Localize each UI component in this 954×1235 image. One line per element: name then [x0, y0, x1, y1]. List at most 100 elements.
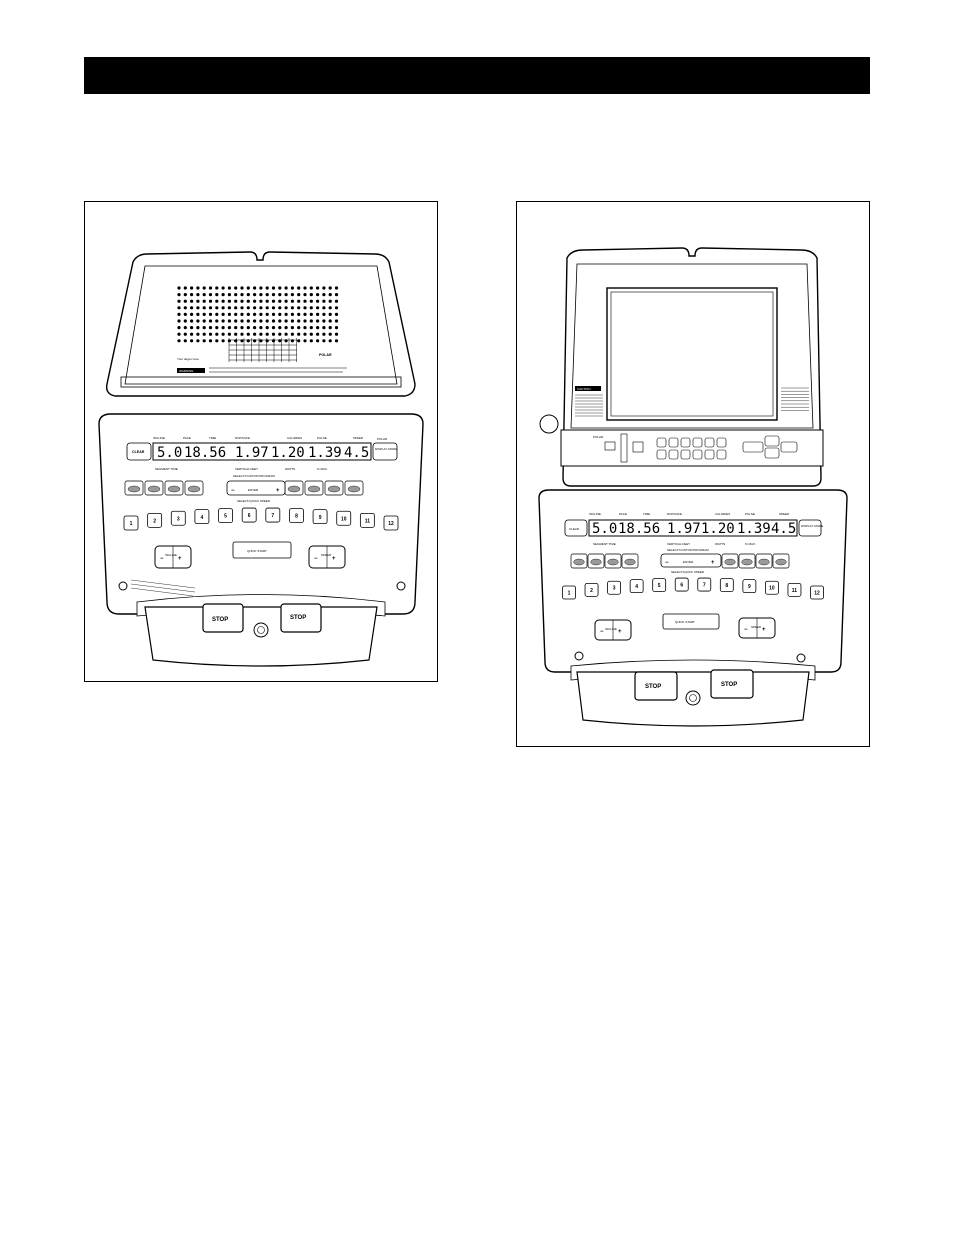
quick-speed-key[interactable]: [810, 585, 824, 600]
stop-button-left[interactable]: [202, 603, 244, 633]
polar-label-tv: POLAR: [593, 435, 604, 439]
tv-power-button[interactable]: [604, 441, 616, 451]
tv-number-key[interactable]: [668, 449, 679, 460]
display-mode-button-2[interactable]: [798, 519, 822, 537]
volume-down-button[interactable]: [764, 447, 780, 459]
quick-start-button[interactable]: [232, 541, 292, 559]
stop-button-right-2[interactable]: [710, 669, 754, 699]
quick-speed-key[interactable]: [629, 579, 644, 594]
tv-number-key[interactable]: [656, 437, 667, 448]
enter-button-2[interactable]: [660, 553, 722, 568]
led-dot: [278, 293, 282, 297]
tv-number-key[interactable]: [668, 437, 679, 448]
led-dot: [284, 339, 288, 343]
quick-speed-key-label: 7: [271, 513, 274, 519]
quick-speed-key[interactable]: [674, 577, 689, 592]
led-dot: [234, 293, 238, 297]
tv-number-key[interactable]: [680, 437, 691, 448]
led-dot: [259, 299, 263, 303]
led-dot: [290, 286, 294, 290]
quick-speed-key[interactable]: [652, 578, 667, 592]
led-dot: [215, 339, 219, 343]
quick-speed-key[interactable]: [123, 515, 139, 531]
section-header-bar: [84, 57, 870, 94]
no-symbol-icon-2: [574, 651, 584, 661]
led-dot: [284, 299, 288, 303]
tv-number-key[interactable]: [704, 449, 715, 460]
led-dot: [202, 326, 206, 330]
quick-speed-key[interactable]: [765, 580, 779, 595]
led-dot: [208, 339, 213, 343]
indicator-row-2: INCLINE PACE TIME DISTANCE CALORIES PULS…: [589, 512, 790, 516]
tv-menu-button[interactable]: [632, 441, 644, 453]
upper-module-tv: CAUTION POLAR: [539, 247, 824, 487]
led-dot: [284, 312, 288, 316]
volume-plus-button[interactable]: [780, 441, 798, 453]
mode-vertical-feet: VERTICAL FEET: [235, 467, 258, 471]
tv-number-key[interactable]: [716, 437, 727, 448]
stop-button-left-2[interactable]: [634, 671, 678, 701]
quick-speed-key[interactable]: [383, 515, 399, 531]
quick-speed-key[interactable]: [719, 578, 734, 592]
channel-down-button[interactable]: [742, 441, 764, 453]
led-dot: [309, 332, 313, 336]
led-dot: [303, 299, 307, 303]
stop-button-right[interactable]: [280, 603, 322, 633]
quick-speed-key[interactable]: [787, 582, 802, 597]
quick-speed-key[interactable]: [359, 512, 375, 528]
tv-number-key[interactable]: [704, 437, 715, 448]
program-profile-icon: [741, 558, 753, 566]
quick-speed-key-label: 5: [658, 583, 661, 589]
quick-speed-key[interactable]: [289, 508, 304, 523]
tv-number-key[interactable]: [680, 449, 691, 460]
quick-speed-key[interactable]: [218, 508, 233, 523]
led-dot: [227, 299, 231, 303]
led-dot: [240, 286, 244, 290]
enter-button[interactable]: [226, 480, 286, 496]
mode-segment-time: SEGMENT TIME: [155, 467, 178, 471]
tv-input-buttons[interactable]: [620, 433, 628, 463]
quick-speed-key[interactable]: [265, 507, 281, 523]
tv-number-key[interactable]: [656, 449, 667, 460]
quick-speed-key[interactable]: [147, 512, 163, 528]
program-profile-icon: [573, 558, 585, 566]
warning-badge: [177, 368, 205, 373]
led-dot: [297, 299, 301, 303]
led-dot: [259, 326, 263, 330]
quick-speed-key[interactable]: [562, 585, 576, 600]
led-dot: [271, 312, 276, 316]
quick-speed-key[interactable]: [607, 580, 621, 595]
led-dot: [303, 306, 307, 310]
indicator-incline: INCLINE: [153, 436, 165, 440]
led-dot: [297, 306, 301, 310]
quick-speed-key[interactable]: [312, 509, 328, 525]
quick-speed-key[interactable]: [697, 577, 712, 592]
led-dot: [196, 286, 200, 290]
led-dot: [246, 312, 250, 316]
tv-number-key[interactable]: [692, 449, 703, 460]
quick-speed-key[interactable]: [742, 579, 757, 594]
quick-speed-key-label: 1: [568, 590, 571, 596]
mode-row: SEGMENT TIME VERTICAL FEET WATTS % MAX.: [155, 467, 328, 471]
led-dot: [271, 286, 276, 290]
led-dot: [278, 319, 282, 323]
quick-speed-key[interactable]: [194, 509, 210, 525]
tv-number-key[interactable]: [716, 449, 727, 460]
led-dot: [246, 339, 250, 343]
quick-start-button-2[interactable]: [662, 613, 720, 630]
led-dot: [202, 286, 206, 290]
heart-rate-chart: [228, 338, 297, 362]
lower-module: CLEAR 5.0 18.56 1.97 1.20 1.39 4.5 DISPL…: [98, 413, 424, 667]
quick-speed-key[interactable]: [336, 510, 352, 526]
quick-speed-key[interactable]: [170, 510, 186, 526]
clear-button[interactable]: [126, 442, 152, 461]
clear-button-2[interactable]: [564, 519, 588, 537]
volume-up-button[interactable]: [764, 435, 780, 447]
safety-symbol-icon: [396, 581, 406, 591]
display-mode-button[interactable]: [372, 442, 398, 461]
led-dot: [271, 339, 276, 343]
quick-speed-key[interactable]: [241, 507, 257, 523]
tv-number-key[interactable]: [692, 437, 703, 448]
led-dot: [297, 339, 301, 343]
quick-speed-key[interactable]: [584, 582, 599, 597]
